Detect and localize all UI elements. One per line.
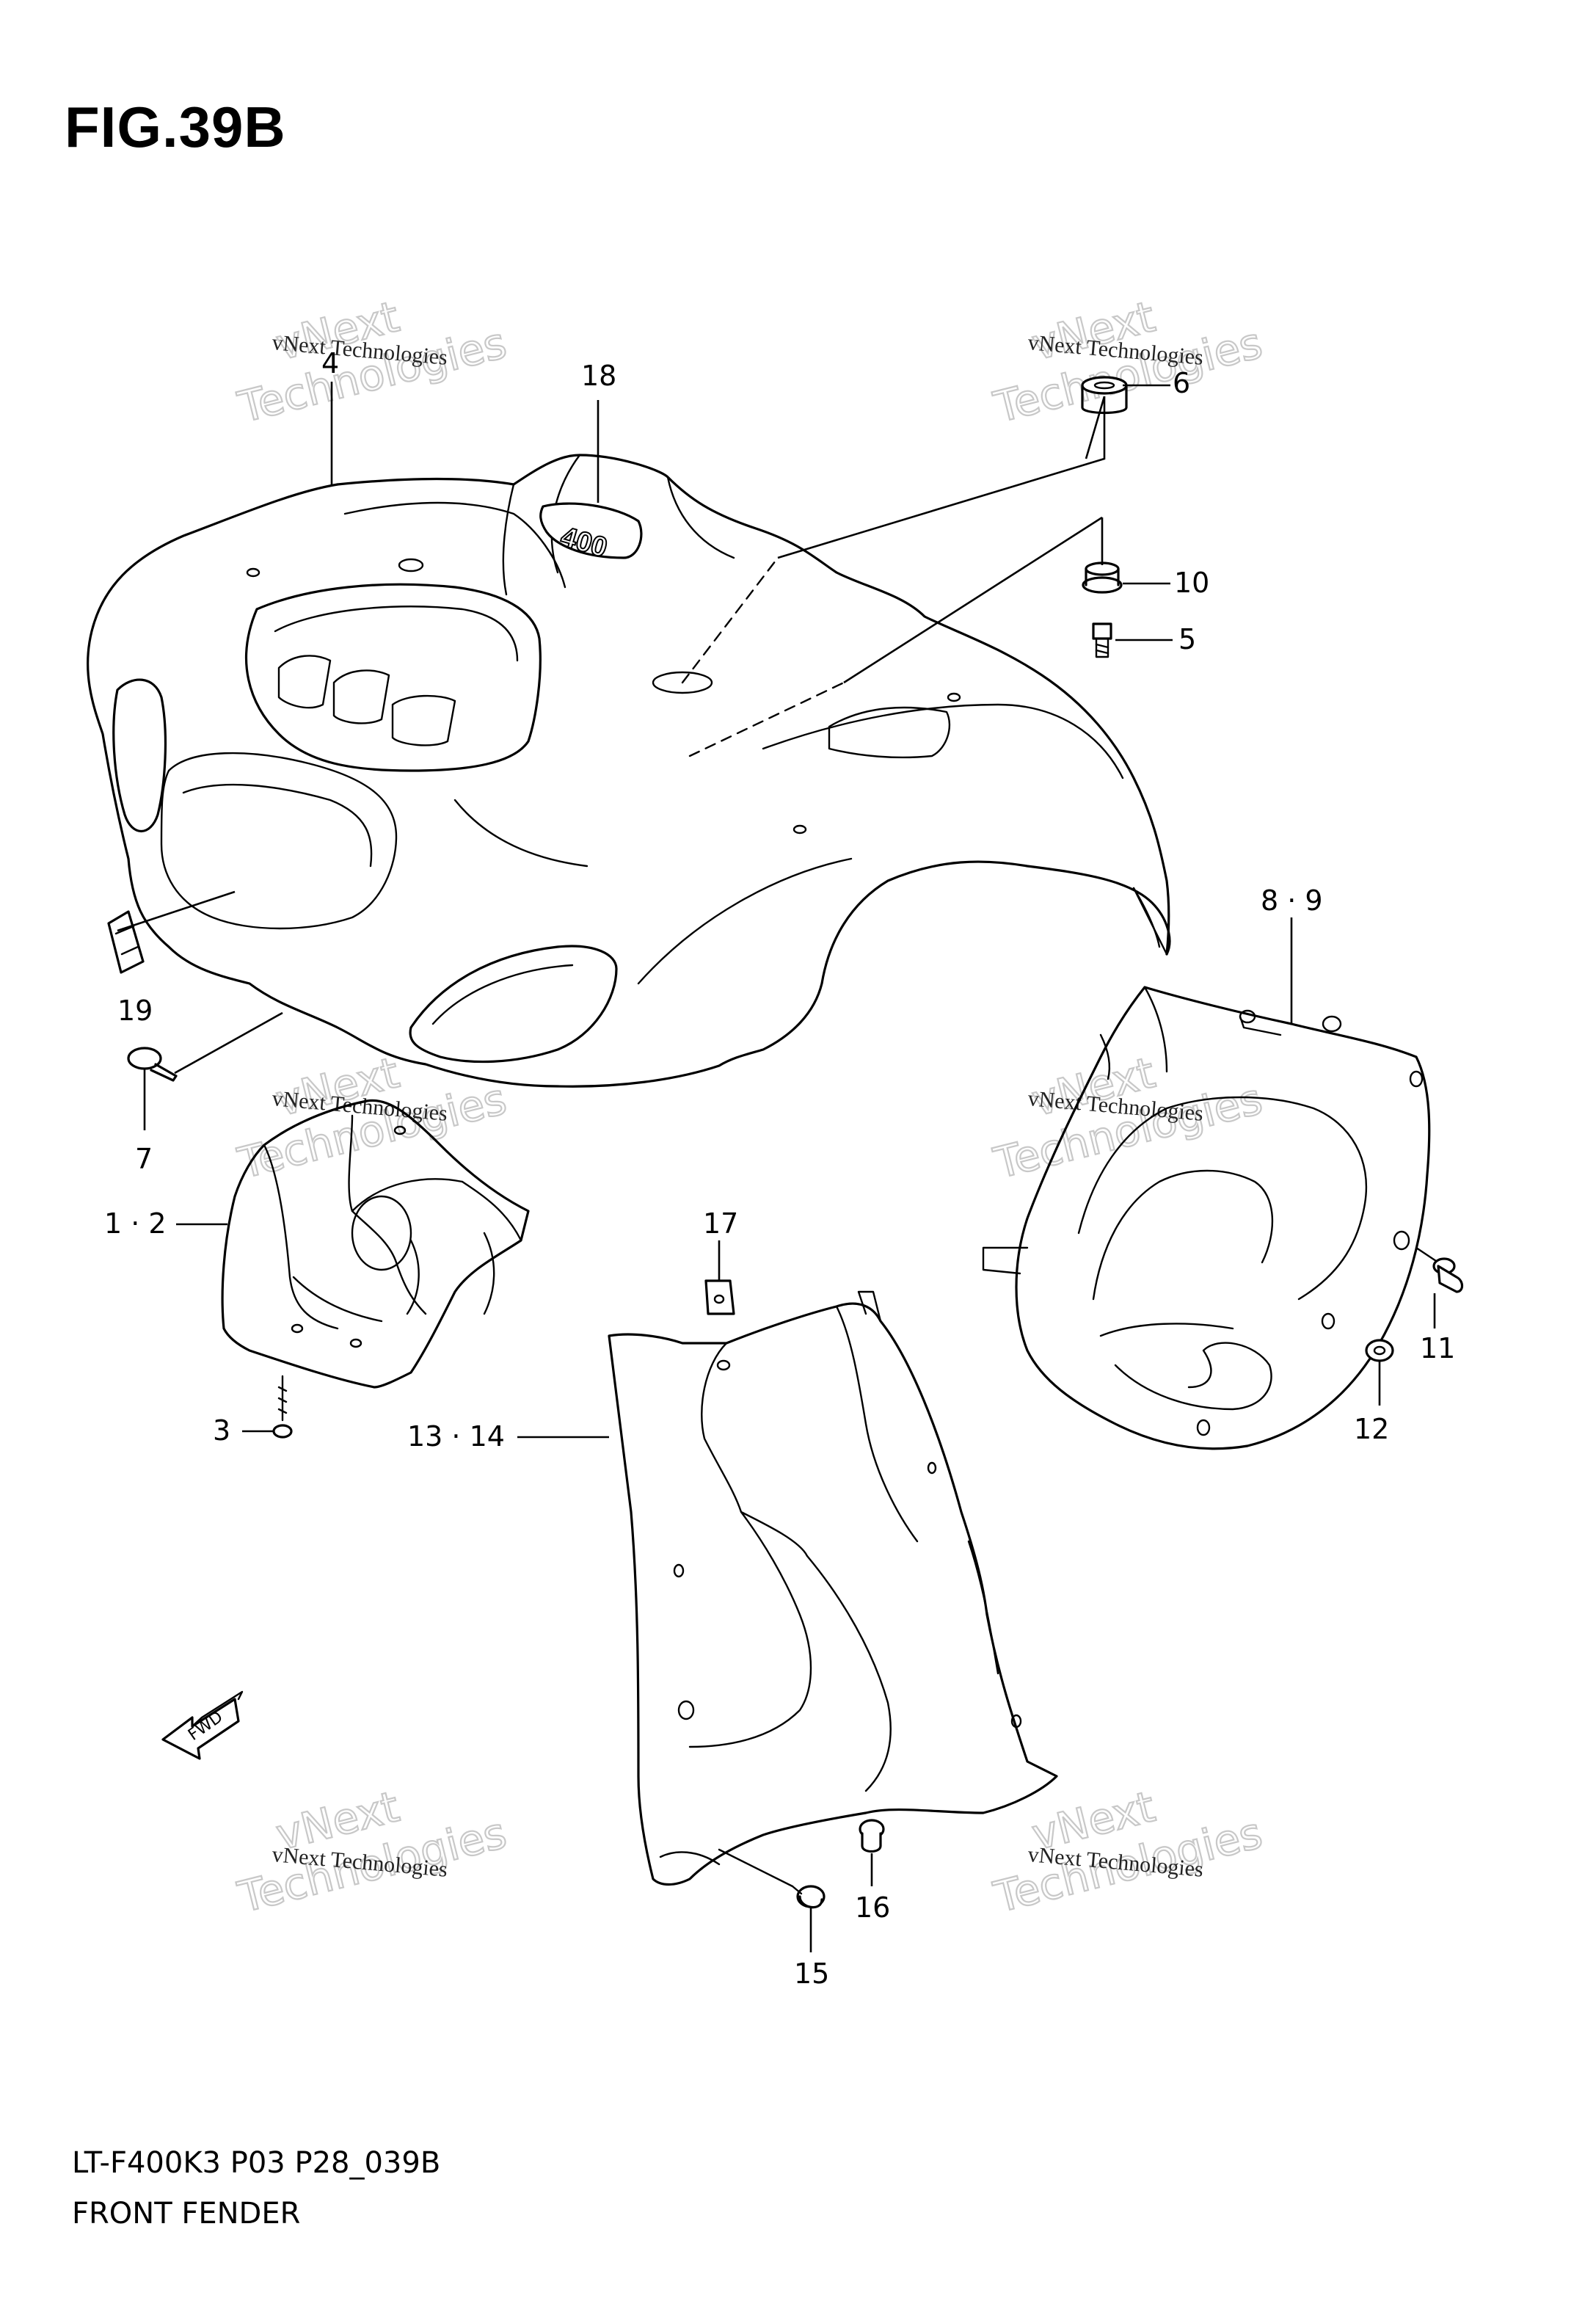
- callout-5: 5: [1178, 623, 1196, 655]
- clip-part-17: [704, 1279, 735, 1315]
- part-group-label: FRONT FENDER: [72, 2197, 301, 2231]
- callout-11: 11: [1420, 1332, 1455, 1364]
- leader-lines: [117, 382, 1436, 1952]
- inner-cover-part-1-2: [221, 1099, 530, 1389]
- model-code-label: LT-F400K3 P03 P28_039B: [72, 2146, 441, 2180]
- callout-16: 16: [855, 1891, 890, 1924]
- collar-part-10: [1082, 561, 1123, 594]
- mud-guard-part-8-9: [982, 986, 1431, 1450]
- callout-19: 19: [117, 995, 153, 1027]
- callout-1-2: 1 · 2: [104, 1207, 167, 1240]
- callout-12: 12: [1354, 1413, 1389, 1445]
- callout-4: 4: [321, 347, 339, 379]
- callout-17: 17: [703, 1207, 738, 1240]
- inner-fender-part-13-14: [608, 1290, 1058, 1886]
- screw-part-15: [718, 1848, 826, 1909]
- screw-part-7: [127, 1047, 178, 1082]
- callout-15: 15: [794, 1957, 829, 1990]
- decal-400-part-18: 400: [539, 502, 643, 564]
- washer-part-12: [1365, 1339, 1394, 1362]
- bolt-part-16: [859, 1819, 885, 1853]
- callout-8-9: 8 · 9: [1261, 884, 1323, 917]
- screw-part-11: [1415, 1246, 1464, 1293]
- front-fender-part-4: [87, 454, 1171, 1088]
- callout-6: 6: [1173, 367, 1190, 399]
- callout-10: 10: [1174, 567, 1209, 599]
- figure-title: FIG.39B: [65, 95, 286, 159]
- watermark-bottom-right: vNext Technologies: [988, 1781, 1268, 1923]
- callout-7: 7: [135, 1143, 153, 1175]
- forward-direction-arrow: FWD: [161, 1690, 244, 1760]
- screw-part-3: [272, 1375, 293, 1439]
- clip-part-19: [107, 910, 145, 974]
- callout-3: 3: [213, 1414, 230, 1447]
- callout-13-14: 13 · 14: [407, 1420, 505, 1453]
- bolt-part-5: [1092, 622, 1112, 658]
- watermark-bottom-left: vNext Technologies: [233, 1781, 512, 1923]
- callout-18: 18: [581, 360, 616, 392]
- callout-labels: 4 18 6 10 5 19 7 8 · 9 1 · 2 17 3 13 · 1…: [104, 347, 1455, 1990]
